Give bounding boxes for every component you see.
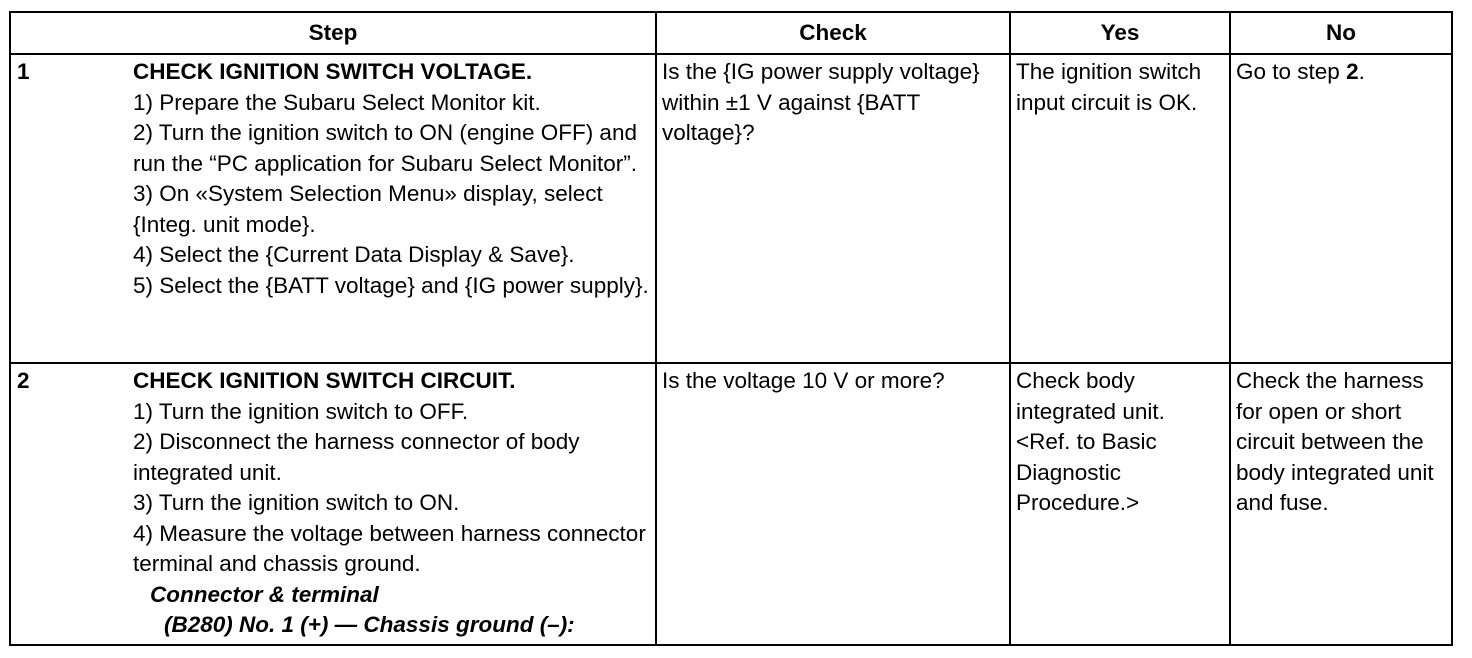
step-title: CHECK IGNITION SWITCH CIRCUIT. (133, 368, 516, 393)
table-row: 2 CHECK IGNITION SWITCH CIRCUIT. 1) Turn… (9, 362, 1453, 646)
substep: 3) Turn the ignition switch to ON. (133, 490, 460, 515)
step-cell: 1 CHECK IGNITION SWITCH VOLTAGE. 1) Prep… (9, 53, 657, 364)
diagnostic-procedure-table: Step Check Yes No 1 CHECK IGNITION SWITC… (9, 11, 1453, 646)
no-cell: Check the harness for open or short circ… (1229, 362, 1453, 646)
substep: 4) Select the {Current Data Display & Sa… (133, 242, 575, 267)
substep: 3) On «System Selection Menu» display, s… (133, 181, 603, 237)
yes-cell: Check body integrated unit. <Ref. to Bas… (1009, 362, 1231, 646)
substep: 5) Select the {BATT voltage} and {IG pow… (133, 272, 649, 298)
connector-terminal-spec: (B280) No. 1 (+) — Chassis ground (–): (164, 612, 575, 637)
substep: 1) Prepare the Subaru Select Monitor kit… (133, 89, 541, 115)
table-row: 1 CHECK IGNITION SWITCH VOLTAGE. 1) Prep… (9, 53, 1453, 364)
no-text-suffix: . (1358, 59, 1365, 84)
check-cell: Is the {IG power supply voltage} within … (655, 53, 1011, 364)
substep: 2) Disconnect the harness connector of b… (133, 429, 580, 485)
connector-label: Connector & terminal (150, 581, 379, 607)
step-number: 2 (17, 368, 30, 393)
no-text-prefix: Go to step (1236, 59, 1347, 84)
column-header-step: Step (9, 11, 657, 55)
step-cell: 2 CHECK IGNITION SWITCH CIRCUIT. 1) Turn… (9, 362, 657, 646)
step-number: 1 (17, 59, 30, 84)
next-step-number: 2 (1346, 59, 1359, 84)
column-header-check: Check (655, 11, 1011, 55)
substep: 2) Turn the ignition switch to ON (engin… (133, 120, 637, 176)
substep: 4) Measure the voltage between harness c… (133, 520, 646, 577)
check-cell: Is the voltage 10 V or more? (655, 362, 1011, 646)
substep: 1) Turn the ignition switch to OFF. (133, 398, 469, 424)
step-title: CHECK IGNITION SWITCH VOLTAGE. (133, 59, 533, 84)
step-body: CHECK IGNITION SWITCH VOLTAGE. 1) Prepar… (133, 57, 651, 301)
step-body: CHECK IGNITION SWITCH CIRCUIT. 1) Turn t… (133, 366, 651, 641)
column-header-yes: Yes (1009, 11, 1231, 55)
yes-cell: The ignition switch input circuit is OK. (1009, 53, 1231, 364)
no-cell: Go to step 2. (1229, 53, 1453, 364)
column-header-no: No (1229, 11, 1453, 55)
table-header-row: Step Check Yes No (9, 11, 1453, 55)
